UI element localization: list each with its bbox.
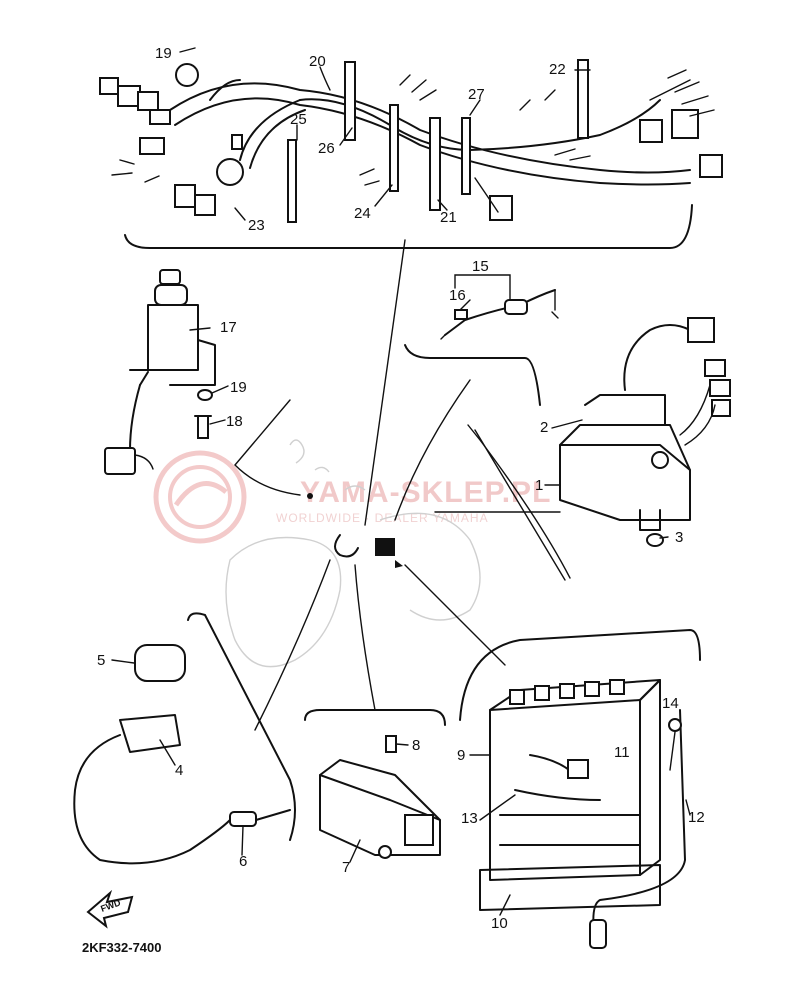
callout-leaders <box>111 47 691 916</box>
watermark-title: YAMA-SKLEP.PL <box>300 476 551 509</box>
callout-9: 9 <box>457 747 465 764</box>
callout-2: 2 <box>540 419 548 436</box>
callout-17: 17 <box>220 319 237 336</box>
callout-10: 10 <box>491 915 508 932</box>
ignition-coil-group <box>73 612 296 865</box>
center-small-parts <box>307 493 403 568</box>
diagram-reference-code: 2KF332-7400 <box>82 940 162 955</box>
callout-13: 13 <box>461 810 478 827</box>
callout-22: 22 <box>549 61 566 78</box>
callout-15: 15 <box>472 258 489 275</box>
main-switch-assembly <box>104 269 216 475</box>
battery-group <box>459 629 701 949</box>
watermark: YAMA-SKLEP.PL WORLDWIDE · DEALER YAMAHA <box>153 450 551 544</box>
igniter-unit <box>404 317 731 579</box>
callout-21: 21 <box>440 209 457 226</box>
callout-8: 8 <box>412 737 420 754</box>
callout-4: 4 <box>175 762 183 779</box>
callout-3: 3 <box>675 529 683 546</box>
callout-labels: 19 20 22 27 25 26 24 21 23 15 16 17 19 1… <box>97 45 705 932</box>
callout-20: 20 <box>309 53 326 70</box>
watermark-subtitle: WORLDWIDE · DEALER YAMAHA <box>276 511 489 525</box>
leader-lines <box>234 239 566 731</box>
wire-harness-group <box>99 59 723 249</box>
callout-11: 11 <box>614 744 630 761</box>
frame-ghost-outline <box>225 439 481 668</box>
callout-26: 26 <box>318 140 335 157</box>
fwd-arrow: FWD <box>86 889 134 929</box>
callout-23-bottom: 23 <box>248 217 265 234</box>
callout-27: 27 <box>468 86 485 103</box>
callout-24: 24 <box>354 205 371 222</box>
callout-14: 14 <box>662 695 679 712</box>
callout-1: 1 <box>535 477 543 494</box>
callout-18: 18 <box>226 413 243 430</box>
callout-25: 25 <box>290 111 307 128</box>
rectifier-unit <box>304 709 446 859</box>
callout-6: 6 <box>239 853 247 870</box>
callout-12: 12 <box>688 809 705 826</box>
callout-5: 5 <box>97 652 105 669</box>
fuse-assembly <box>440 274 559 340</box>
callout-23-top: 19 <box>155 45 172 62</box>
callout-16: 16 <box>449 287 466 304</box>
callout-19: 19 <box>230 379 247 396</box>
callout-7: 7 <box>342 859 350 876</box>
